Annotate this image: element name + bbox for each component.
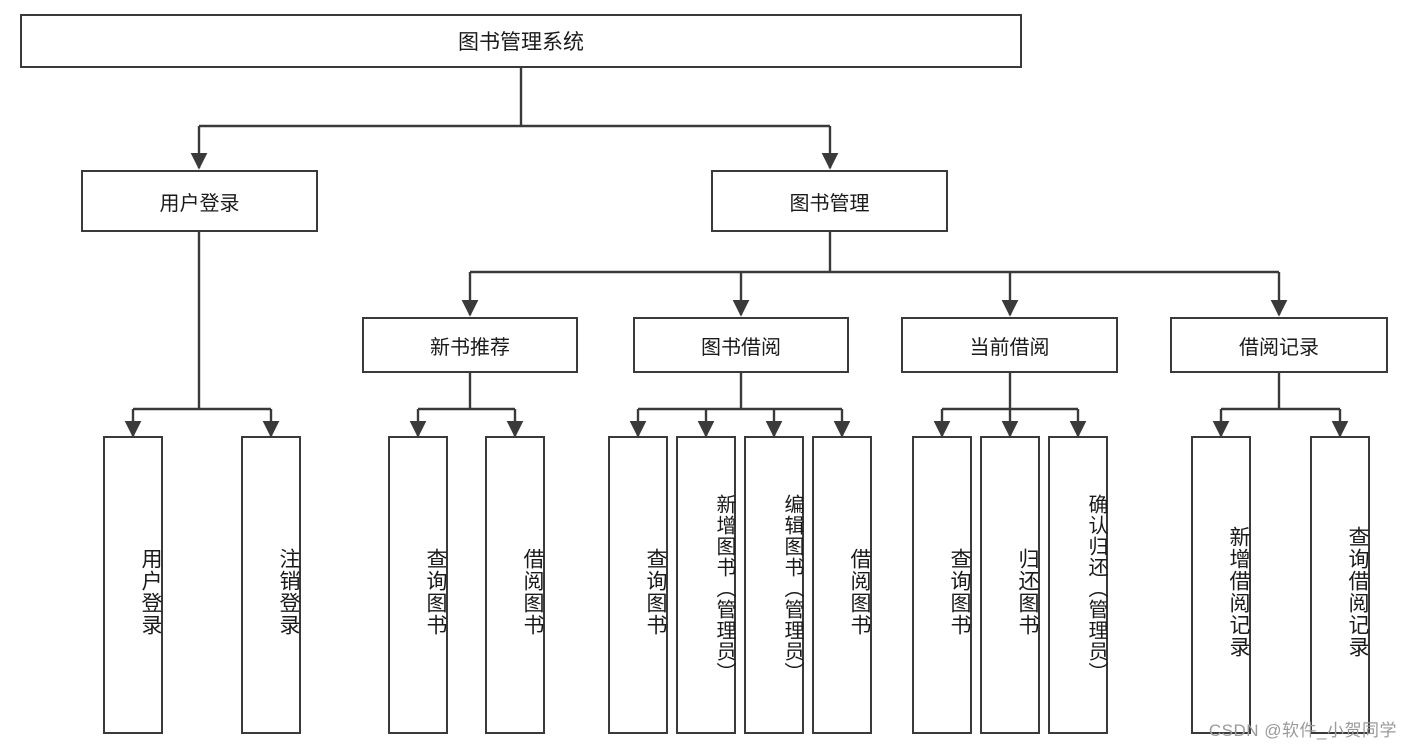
leaf-user-login[interactable]: 用户登录 [103,436,163,734]
node-label: 查询图书 [948,548,971,636]
node-label: 编辑图书（管理员） [781,493,803,683]
leaf-add-borrow-record[interactable]: 新增借阅记录 [1191,436,1251,734]
leaf-query-book-borrow[interactable]: 查询图书 [608,436,668,734]
leaf-return-book[interactable]: 归还图书 [980,436,1040,734]
node-label: 查询图书 [424,548,447,636]
node-label: 借阅图书 [521,548,544,636]
node-label: 用户登录 [139,548,162,636]
leaf-borrow-book[interactable]: 借阅图书 [812,436,872,734]
node-label: 确认归还（管理员） [1085,493,1107,683]
node-label: 用户登录 [159,192,240,215]
leaf-logout-login[interactable]: 注销登录 [241,436,301,734]
leaf-edit-book-admin[interactable]: 编辑图书（管理员） [744,436,804,734]
node-label: 新书推荐 [430,336,510,359]
leaf-borrow-book-recommend[interactable]: 借阅图书 [485,436,545,734]
leaf-add-book-admin[interactable]: 新增图书（管理员） [676,436,736,734]
node-label: 新增借阅记录 [1227,526,1250,658]
node-new-book-recommend[interactable]: 新书推荐 [362,317,578,373]
node-label: 查询图书 [644,548,667,636]
node-label: 查询借阅记录 [1346,526,1369,658]
leaf-query-book-recommend[interactable]: 查询图书 [388,436,448,734]
leaf-query-borrow-record[interactable]: 查询借阅记录 [1310,436,1370,734]
node-current-borrow[interactable]: 当前借阅 [901,317,1118,373]
leaf-confirm-return-admin[interactable]: 确认归还（管理员） [1048,436,1108,734]
node-label: 借阅图书 [848,548,871,636]
node-label: 新增图书（管理员） [713,493,735,683]
node-user-login[interactable]: 用户登录 [81,170,318,232]
node-label: 注销登录 [277,548,300,636]
node-label: 借阅记录 [1239,336,1319,359]
node-root-system[interactable]: 图书管理系统 [20,14,1022,68]
node-book-management[interactable]: 图书管理 [711,170,948,232]
watermark: CSDN @软件_小贺同学 [1208,721,1397,740]
node-label: 当前借阅 [969,336,1050,359]
node-label: 图书管理系统 [458,31,584,54]
node-label: 图书借阅 [701,336,781,359]
node-book-borrow[interactable]: 图书借阅 [633,317,849,373]
node-label: 图书管理 [789,192,870,215]
node-label: 归还图书 [1016,548,1039,636]
leaf-query-book-current[interactable]: 查询图书 [912,436,972,734]
node-borrow-record[interactable]: 借阅记录 [1170,317,1388,373]
